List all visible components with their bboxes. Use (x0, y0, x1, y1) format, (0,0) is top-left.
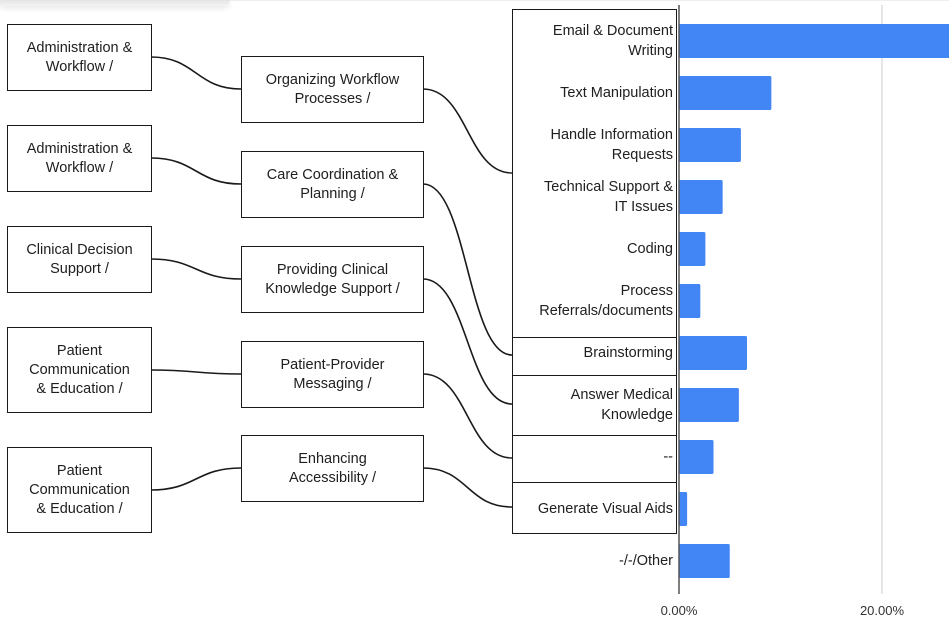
group-box-0 (512, 9, 677, 338)
level1-box-1: Administration & Workflow / (7, 125, 152, 192)
level1-box-0: Administration & Workflow / (7, 24, 152, 91)
connector-level2-group (422, 278, 513, 405)
category-label: -- (663, 449, 673, 465)
level1-label: Administration & Workflow / (26, 39, 133, 75)
level1-label: Patient Communication & Education / (29, 462, 130, 517)
level2-label: Patient-Provider Messaging / (280, 356, 385, 392)
group-box-2 (512, 375, 677, 436)
bar (679, 388, 739, 422)
connector-level1-level2 (150, 467, 242, 491)
connector-level2-group (422, 467, 513, 508)
x-tick-label: 0.00% (660, 603, 698, 618)
category-label: -/-/Other (619, 553, 673, 569)
bar (679, 24, 949, 58)
connector-level1-level2 (150, 258, 242, 280)
group-box-4 (512, 482, 677, 534)
level1-label: Patient Communication & Education / (29, 342, 130, 397)
category-label: Answer Medical Knowledge (570, 387, 673, 423)
bar (679, 232, 706, 266)
category-label: Technical Support & IT Issues (544, 179, 673, 215)
level2-box-1: Care Coordination & Planning / (241, 151, 424, 218)
level1-box-3: Patient Communication & Education / (7, 327, 152, 413)
bar (679, 440, 714, 474)
category-label: Process Referrals/documents (539, 283, 673, 319)
bar (679, 284, 701, 318)
connector-level2-group (422, 373, 513, 459)
level2-box-2: Providing Clinical Knowledge Support / (241, 246, 424, 313)
connector-level2-group (422, 183, 513, 356)
connector-level1-level2 (150, 369, 242, 375)
level2-box-0: Organizing Workflow Processes / (241, 56, 424, 123)
level1-box-2: Clinical Decision Support / (7, 226, 152, 293)
connector-level2-group (422, 88, 513, 174)
group-box-1 (512, 337, 677, 376)
connector-level1-level2 (150, 157, 242, 185)
category-label: Brainstorming (583, 345, 673, 361)
category-label: Generate Visual Aids (537, 501, 673, 517)
level2-label: Organizing Workflow Processes / (265, 71, 400, 107)
level2-label: Enhancing Accessibility / (288, 450, 377, 486)
category-label: Handle Information Requests (550, 127, 673, 163)
category-label: Email & Document Writing (552, 23, 673, 59)
category-label: Coding (627, 241, 673, 257)
category-label: Text Manipulation (560, 85, 673, 101)
top-divider (230, 0, 949, 1)
connector-level1-level2 (150, 56, 242, 90)
level2-label: Care Coordination & Planning / (266, 166, 399, 202)
level1-label: Administration & Workflow / (26, 140, 133, 176)
bar (679, 544, 730, 578)
level2-box-3: Patient-Provider Messaging / (241, 341, 424, 408)
level1-label: Clinical Decision Support / (26, 241, 133, 277)
bar (679, 180, 723, 214)
level2-box-4: Enhancing Accessibility / (241, 435, 424, 502)
level1-box-4: Patient Communication & Education / (7, 447, 152, 533)
level2-label: Providing Clinical Knowledge Support / (265, 261, 400, 297)
bar (679, 76, 772, 110)
x-tick-label: 20.00% (859, 603, 905, 618)
top-shadow-bar (0, 0, 230, 6)
bar (679, 128, 741, 162)
bar (679, 336, 748, 370)
bar (679, 492, 688, 526)
